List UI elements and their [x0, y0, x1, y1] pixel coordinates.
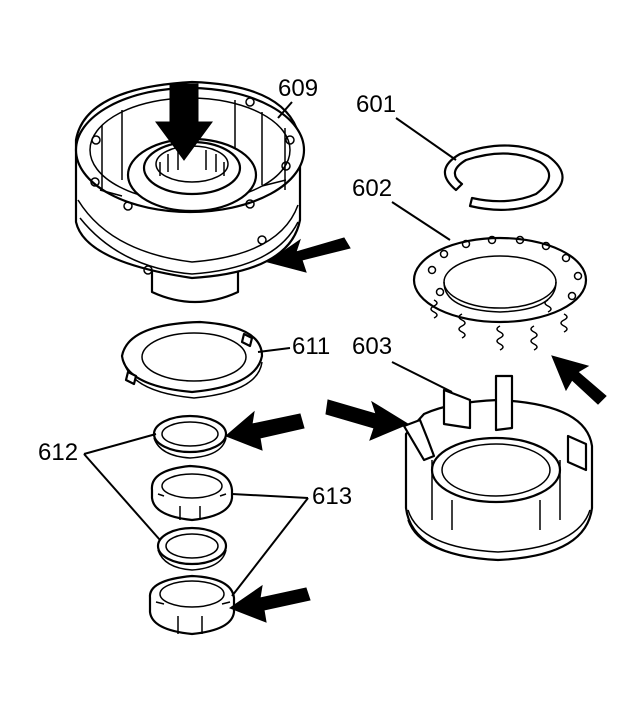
leader-603 — [391, 361, 453, 393]
leader-601 — [395, 117, 457, 161]
label-611: 611 — [292, 333, 330, 360]
label-609: 609 — [278, 75, 318, 102]
leader-613-upper — [231, 493, 309, 499]
part-601-snap-ring — [443, 144, 564, 211]
label-603: 603 — [352, 333, 392, 360]
part-603-piston — [402, 374, 594, 562]
part-612-seal-lower — [156, 526, 228, 571]
arrow-612-upper — [225, 410, 305, 451]
arrow-613-lower — [228, 584, 311, 623]
arrow-609-side — [266, 237, 351, 273]
part-602-spring-retainer — [412, 235, 588, 351]
leader-609 — [277, 101, 293, 119]
part-611-thrust-washer — [120, 320, 264, 399]
part-613-ring-lower — [148, 574, 236, 636]
label-612: 612 — [38, 439, 78, 466]
label-613: 613 — [312, 483, 352, 510]
label-601: 601 — [356, 91, 396, 118]
leader-613-lower — [231, 497, 309, 597]
part-609-housing — [74, 80, 306, 304]
part-612-seal-upper — [152, 414, 228, 459]
arrow-603-tab — [325, 399, 410, 441]
arrow-602-springs — [551, 355, 607, 405]
label-602: 602 — [352, 175, 392, 202]
leader-612-lower — [83, 453, 161, 541]
leader-611 — [257, 347, 291, 353]
leader-602 — [391, 201, 451, 241]
leader-612-upper — [83, 433, 157, 455]
part-613-ring-upper — [150, 464, 234, 522]
